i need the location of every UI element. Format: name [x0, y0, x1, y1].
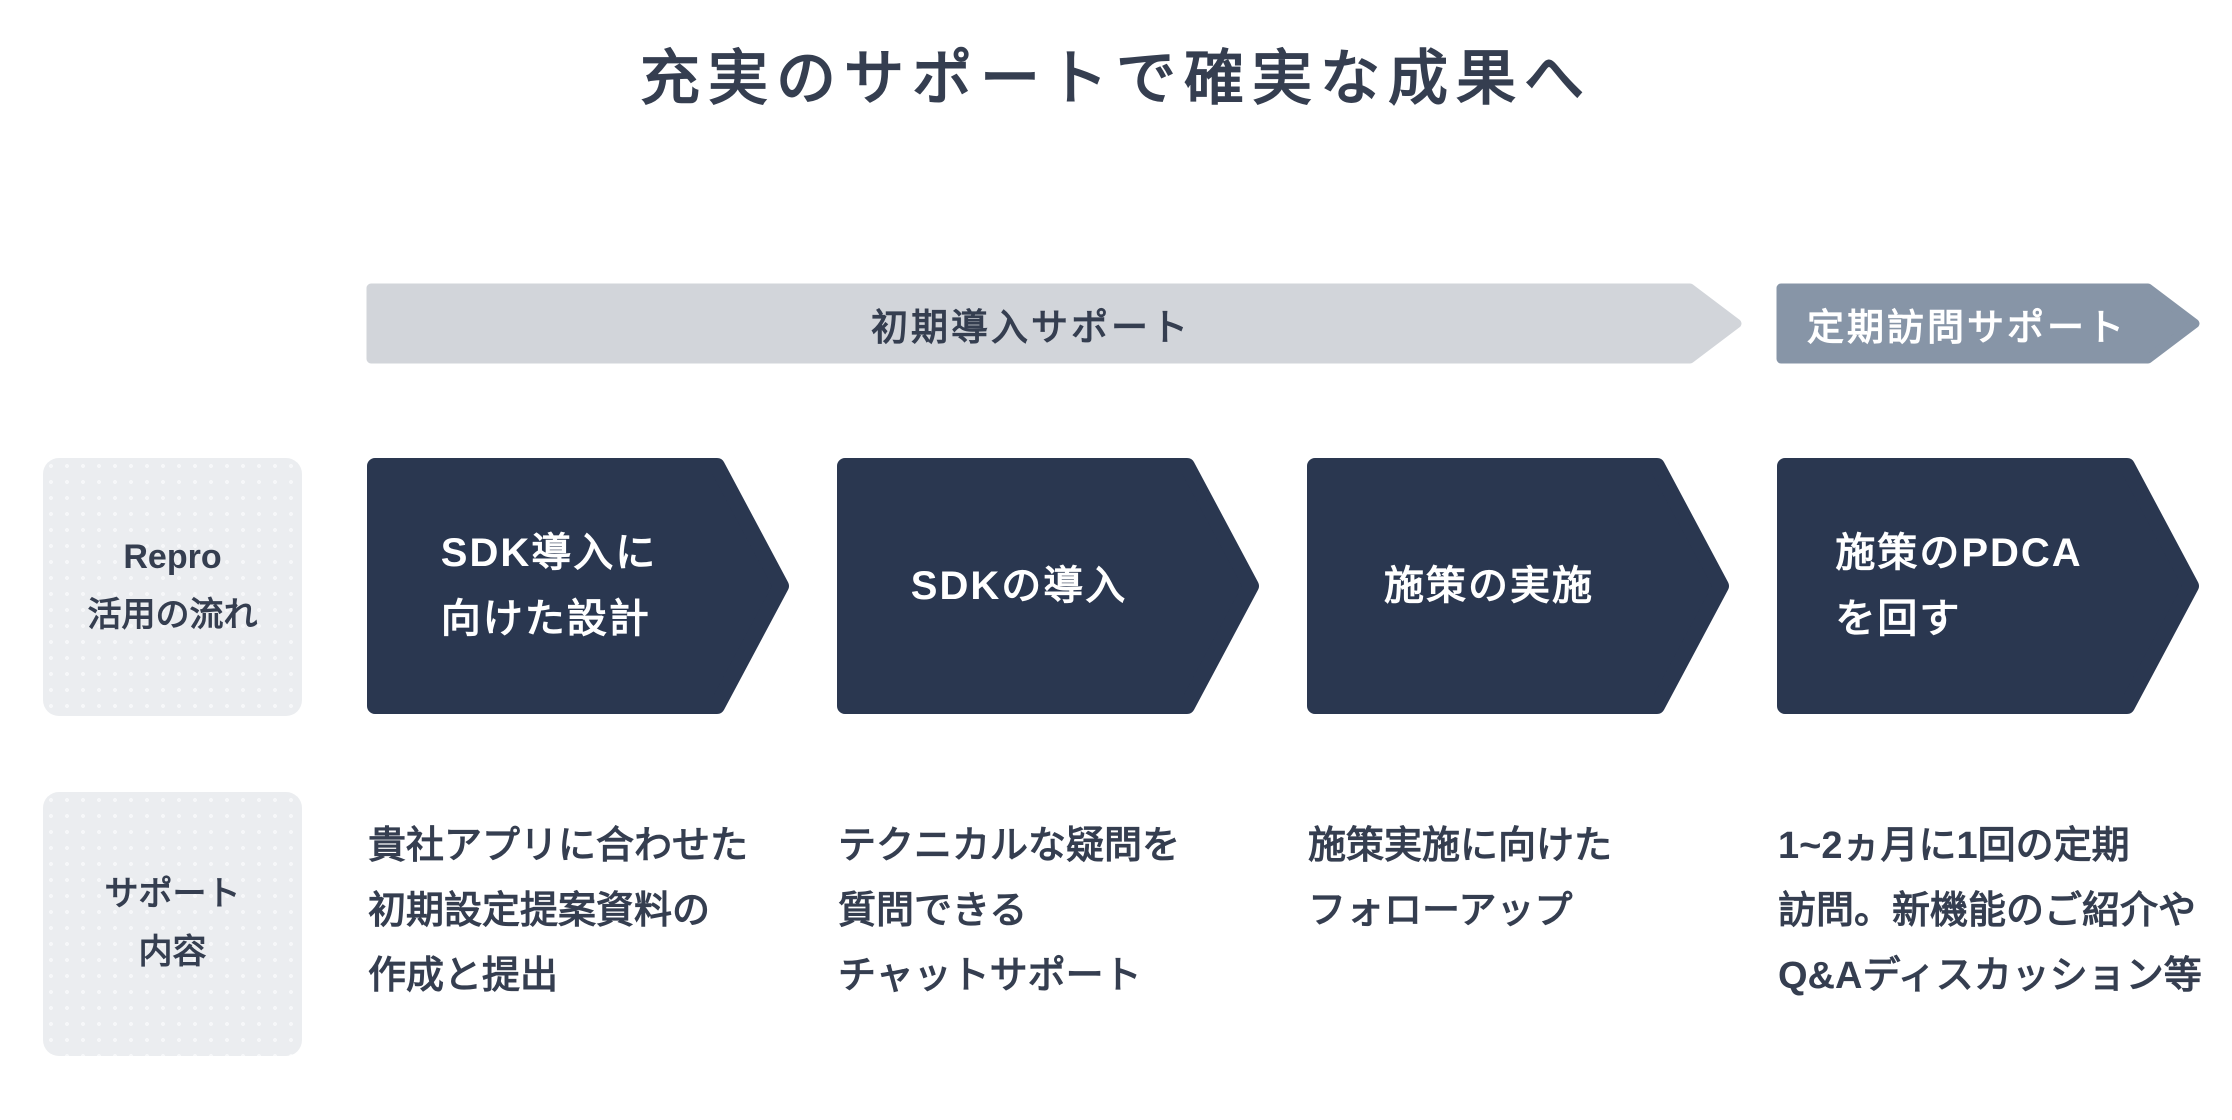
chevron-shape — [1307, 458, 1729, 714]
step-label: 施策のPDCA を回す — [1835, 531, 2083, 641]
step-label-wrap: SDK導入に 向けた設計 — [366, 457, 732, 715]
row-label-flow: Repro 活用の流れ — [43, 458, 302, 716]
chevron-polygon — [837, 458, 1259, 714]
step-label-wrap: 施策の実施 — [1306, 457, 1672, 715]
phase-arrow-initial-support: 初期導入サポート — [366, 283, 1742, 364]
support-item-regular-visit: 1~2ヵ月に1回の定期 訪問。新機能のご紹介や Q&Aディスカッション等 — [1778, 825, 2202, 997]
phase-label-regular-visit: 定期訪問サポート — [1807, 306, 2127, 348]
row-label-support: サポート 内容 — [43, 792, 302, 1056]
support-item-followup: 施策実施に向けた フォローアップ — [1308, 825, 1613, 932]
step-label: SDKの導入 — [910, 564, 1128, 608]
phase-arrow-regular-visit: 定期訪問サポート — [1776, 283, 2200, 364]
chevron-polygon — [1307, 458, 1729, 714]
flow-step-pdca: 施策のPDCA を回す — [1776, 457, 2200, 715]
arrow-shape-initial-support — [366, 283, 1742, 364]
support-item-sdk-design: 貴社アプリに合わせた 初期設定提案資料の 作成と提出 — [368, 825, 749, 997]
arrow-shape-regular-visit — [1776, 283, 2200, 364]
flow-step-sdk-design: SDK導入に 向けた設計 — [366, 457, 790, 715]
page-title: 充実のサポートで確実な成果へ — [640, 45, 1592, 112]
flow-step-sdk-install: SDKの導入 — [836, 457, 1260, 715]
chevron-shape — [1777, 458, 2199, 714]
support-item-chat-support: テクニカルな疑問を 質問できる チャットサポート — [838, 825, 1181, 997]
arrow-polygon — [1776, 283, 2200, 364]
chevron-shape — [837, 458, 1259, 714]
step-label: 施策の実施 — [1384, 564, 1594, 608]
flow-step-measure-execution: 施策の実施 — [1306, 457, 1730, 715]
step-label: SDK導入に 向けた設計 — [440, 531, 658, 641]
chevron-polygon — [1777, 458, 2199, 714]
phase-label-initial-support: 初期導入サポート — [871, 306, 1191, 348]
chevron-polygon — [367, 458, 789, 714]
step-label-wrap: SDKの導入 — [836, 457, 1202, 715]
step-label-wrap: 施策のPDCA を回す — [1776, 457, 2142, 715]
chevron-shape — [367, 458, 789, 714]
arrow-polygon — [366, 283, 1742, 364]
